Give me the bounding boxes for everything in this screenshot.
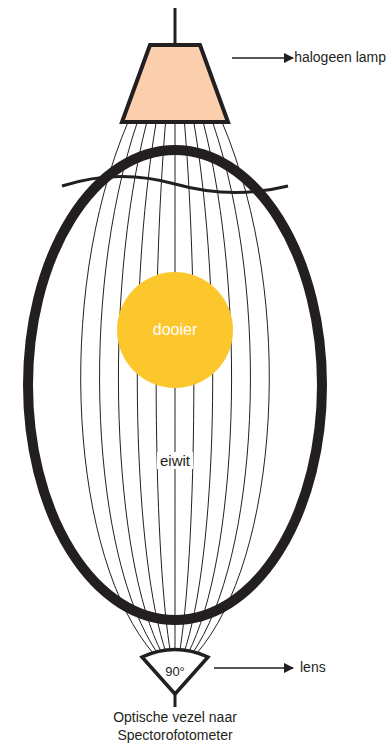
light-ray <box>183 122 212 654</box>
egg-shell: eiwit dooier <box>23 145 327 625</box>
egg-shell-text: eiwit <box>157 452 193 469</box>
lamp-cord <box>174 8 177 45</box>
part-label: halogeen lamp <box>294 49 386 67</box>
yolk-text: dooier <box>153 321 197 339</box>
light-ray <box>179 122 194 654</box>
halogen-lamp <box>122 45 228 122</box>
light-ray <box>175 122 176 654</box>
leader-arrow <box>214 667 293 669</box>
lens: 90° <box>140 648 210 694</box>
part-label: Optische vezel naar Spectorofotometer <box>90 709 260 744</box>
part-label: lens <box>300 659 326 677</box>
lens-text: 90° <box>165 664 185 679</box>
light-ray <box>156 122 171 654</box>
light-ray <box>188 122 232 654</box>
light-rays <box>81 122 270 654</box>
leader-arrow <box>232 57 293 59</box>
light-ray <box>192 122 251 654</box>
yolk: dooier <box>117 272 233 388</box>
